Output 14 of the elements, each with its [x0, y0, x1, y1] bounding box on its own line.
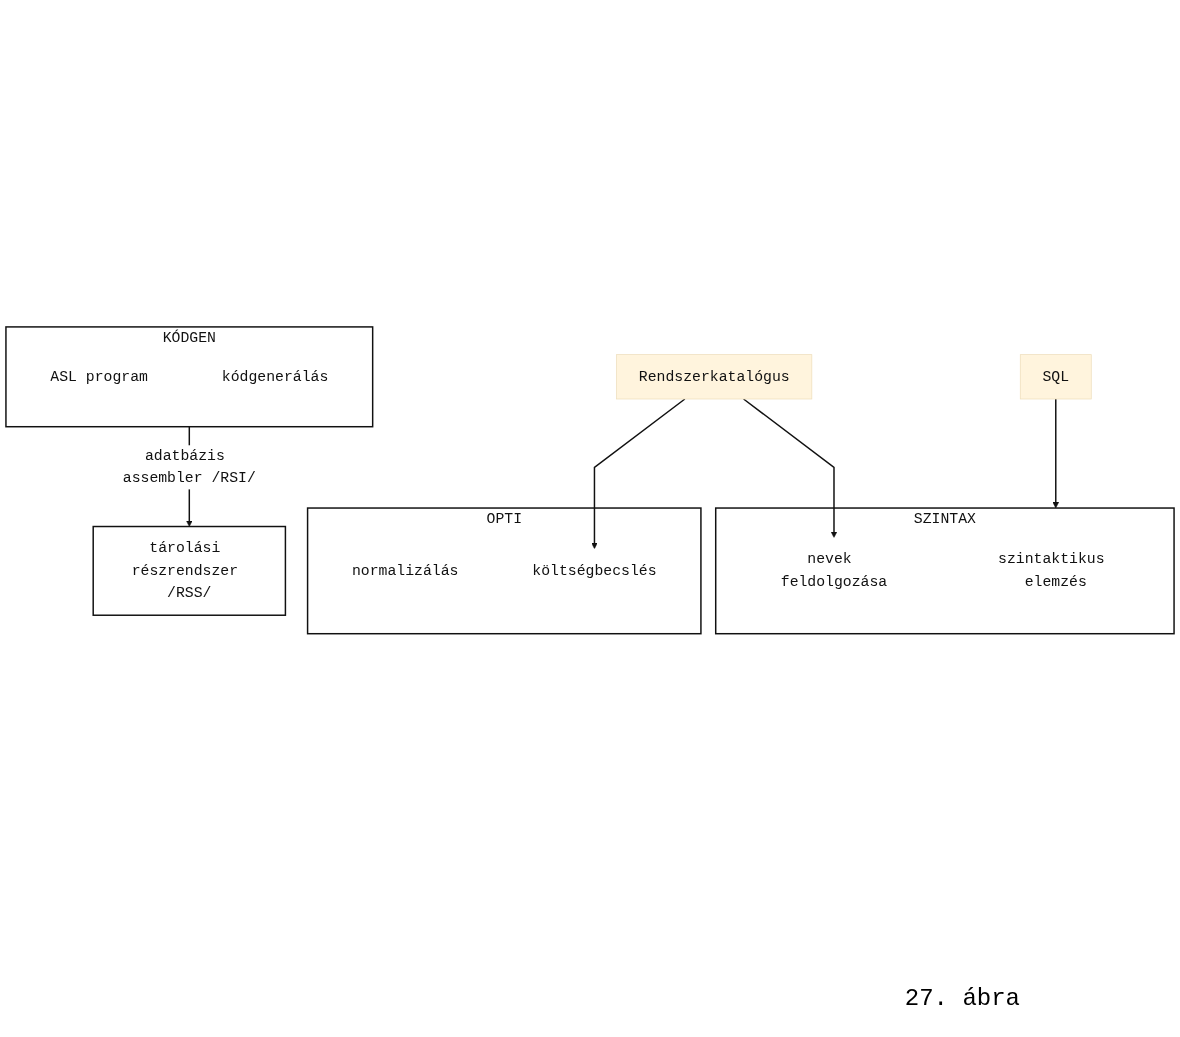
node-text: normalizálás [351, 561, 459, 579]
node-text: ASL program [50, 367, 148, 385]
node-text: költségbecslés [532, 561, 657, 579]
arrow [591, 397, 686, 549]
node-text: szintaktikus elemzés [998, 550, 1105, 590]
figure-caption: 27. ábra [904, 985, 1020, 1012]
node-text: nevek feldolgozása [780, 550, 888, 590]
arrow [1052, 397, 1060, 508]
node-box: Rendszerkatalógus [616, 353, 813, 400]
node-box: SQL [1019, 353, 1092, 400]
edge-label: adatbázis assembler /RSI/ [122, 447, 256, 487]
arrow [742, 397, 838, 538]
node-text: kódgenerálás [221, 367, 329, 385]
node-box: tárolási részrendszer /RSS/ [92, 525, 287, 616]
